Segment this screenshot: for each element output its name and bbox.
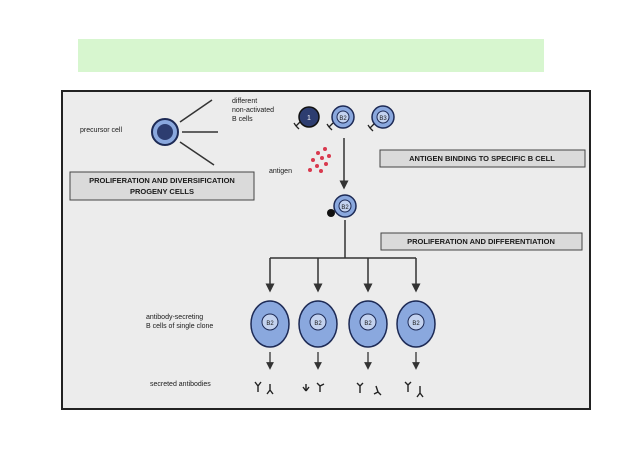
antibody-glyphs <box>254 381 424 398</box>
antigen-label: antigen <box>269 168 292 175</box>
secreted-label: secreted antibodies <box>150 381 211 388</box>
antigen-binding-box <box>379 149 586 168</box>
nonactivated-label-2: non-activated <box>232 107 274 114</box>
secreting-label-1: antibody-secreting <box>146 314 203 321</box>
b-cell-3: B3 <box>367 105 395 132</box>
clone-cell-3: B2 <box>348 300 388 348</box>
svg-text:B2: B2 <box>341 205 349 211</box>
clone-cell-1: B2 <box>250 300 290 348</box>
secreting-label-2: B cells of single clone <box>146 323 213 330</box>
antigen-dots <box>308 147 331 173</box>
clone-cell-4: B2 <box>396 300 436 348</box>
nonactivated-label-1: different <box>232 98 257 105</box>
diversify-line-top <box>179 99 213 123</box>
svg-text:1: 1 <box>307 115 311 122</box>
bound-b-cell: B2 <box>327 194 357 218</box>
precursor-label: precursor cell <box>80 127 122 134</box>
prolif-diversification-box <box>69 171 255 201</box>
prolif-differentiation-box <box>380 232 583 251</box>
svg-text:B2: B2 <box>412 321 420 327</box>
svg-text:B2: B2 <box>314 321 322 327</box>
prolif-differentiation-label: PROLIFERATION AND DIFFERENTIATION <box>407 237 555 246</box>
svg-text:B2: B2 <box>339 116 347 122</box>
prolif-box-line-1: PROLIFERATION AND DIVERSIFICATION <box>89 176 235 185</box>
clone-branch-lines <box>265 220 421 293</box>
nonactivated-label-3: B cells <box>232 116 253 123</box>
antigen-binding-label: ANTIGEN BINDING TO SPECIFIC B CELL <box>409 154 555 163</box>
svg-text:B2: B2 <box>266 321 274 327</box>
svg-text:B3: B3 <box>379 116 387 122</box>
secretion-arrows <box>266 352 420 370</box>
clone-cell-2: B2 <box>298 300 338 348</box>
precursor-cell <box>151 118 179 146</box>
prolif-box-line-2: PROGENY CELLS <box>130 187 194 196</box>
b-cell-2: B2 <box>326 105 355 131</box>
diversify-line-bottom <box>179 141 215 166</box>
b-cell-1: 1 <box>293 106 320 130</box>
title-banner <box>78 39 544 72</box>
svg-text:B2: B2 <box>364 321 372 327</box>
